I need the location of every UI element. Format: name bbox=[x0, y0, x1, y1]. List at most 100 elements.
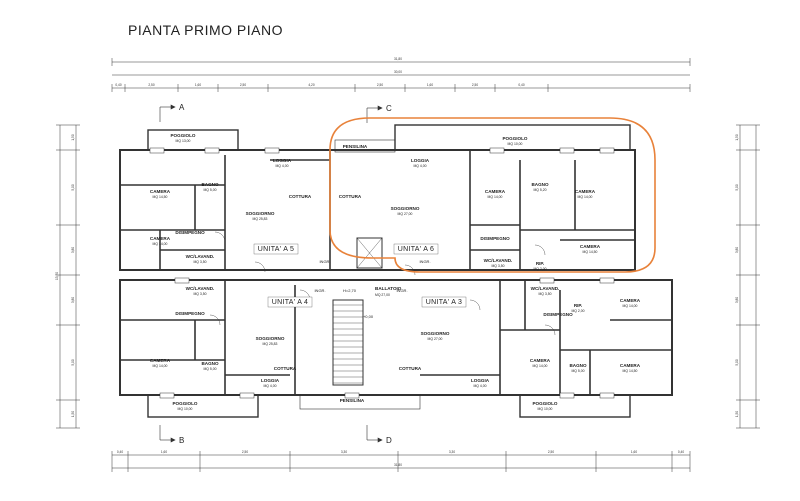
room-label: LOGGIA bbox=[261, 378, 280, 383]
window bbox=[204, 147, 220, 154]
room-area: MQ 14,00 bbox=[533, 364, 548, 368]
room-area: MQ 14,50 bbox=[623, 369, 638, 373]
window bbox=[264, 147, 280, 154]
unit-label-box bbox=[267, 296, 313, 308]
highlight-outline-unit-a6 bbox=[329, 117, 656, 273]
door-swing bbox=[214, 231, 226, 243]
room-label: CAMERA bbox=[150, 358, 171, 363]
stair-core bbox=[332, 299, 364, 386]
dimension-label-side: 5,00 bbox=[735, 359, 739, 365]
room-label: SOGGIORNO bbox=[391, 206, 420, 211]
dimension-label-lower: 2,50 bbox=[242, 450, 248, 454]
room-area: MQ 14,00 bbox=[153, 242, 168, 246]
room-label: WC/LAVAND. bbox=[186, 254, 215, 259]
dimension-label-side: 5,00 bbox=[735, 184, 739, 190]
door-swing bbox=[544, 324, 556, 336]
unit-label-box bbox=[253, 243, 299, 255]
room-area: MQ 14,00 bbox=[578, 195, 593, 199]
dimension-label-lower: 3,30 bbox=[341, 450, 347, 454]
door-swing bbox=[404, 264, 416, 276]
room-area: MQ 14,00 bbox=[488, 195, 503, 199]
dimension-label-side-left: 3,80 bbox=[71, 247, 75, 253]
poggiolo-right-top bbox=[394, 124, 631, 151]
room-area: MQ 5,00 bbox=[203, 367, 216, 371]
dimension-label-overall: 31,80 bbox=[394, 57, 402, 61]
ballatoio-area: MQ 27,00 bbox=[375, 293, 390, 297]
lift-shaft-diagonal bbox=[356, 237, 383, 269]
room-label: WC/LAVAND. bbox=[484, 258, 513, 263]
dimension-label-partial: 1,60 bbox=[195, 83, 201, 87]
section-arrow-icon bbox=[377, 437, 383, 443]
room-area: MQ 3,50 bbox=[491, 264, 504, 268]
ballatoio-label: BALLATOIO bbox=[375, 286, 402, 291]
room-label: POGGIOLO bbox=[170, 133, 195, 138]
poggiolo-right-bottom bbox=[519, 394, 631, 418]
dimension-label-side-left: 3,80 bbox=[71, 297, 75, 303]
room-label: DISIMPEGNO bbox=[175, 230, 205, 235]
room-label: LOGGIA bbox=[411, 158, 430, 163]
dimension-label-partial: 2,50 bbox=[472, 83, 478, 87]
room-label: RIP. bbox=[536, 261, 544, 266]
section-mark-B: B bbox=[179, 436, 184, 445]
dimension-label-side: 3,80 bbox=[735, 297, 739, 303]
room-label: RIP. bbox=[574, 303, 582, 308]
room-label: DISIMPEGNO bbox=[480, 236, 510, 241]
room-area: MQ 3,50 bbox=[193, 292, 206, 296]
unit-label: UNITA' A 6 bbox=[398, 246, 435, 253]
room-label: CAMERA bbox=[150, 189, 171, 194]
dimension-label-partial: 2,50 bbox=[377, 83, 383, 87]
window bbox=[159, 392, 175, 399]
room-area: MQ 2,00 bbox=[571, 309, 584, 313]
window bbox=[344, 392, 360, 399]
room-label: BAGNO bbox=[531, 182, 549, 187]
pensilina-bottom bbox=[299, 394, 421, 410]
dimension-label-side: 3,80 bbox=[735, 247, 739, 253]
room-label: CAMERA bbox=[530, 358, 551, 363]
room-area: MQ 10,00 bbox=[538, 407, 553, 411]
room-label: PENSILINA bbox=[340, 398, 365, 403]
room-label: BAGNO bbox=[569, 363, 587, 368]
dimension-label-side-left: 5,00 bbox=[71, 359, 75, 365]
dimension-label-inner: 30,00 bbox=[394, 70, 402, 74]
room-area: MQ 3,50 bbox=[538, 292, 551, 296]
room-area: MQ 5,20 bbox=[533, 188, 546, 192]
dimension-label-lower: 1,60 bbox=[631, 450, 637, 454]
level-mark: +0,00 bbox=[363, 314, 374, 319]
dimension-label-partial: 4,20 bbox=[308, 83, 314, 87]
lift-shaft bbox=[356, 237, 383, 269]
window bbox=[489, 147, 505, 154]
room-label: LOGGIA bbox=[273, 158, 292, 163]
room-area: MQ 5,00 bbox=[203, 188, 216, 192]
room-label: SOGGIORNO bbox=[421, 331, 450, 336]
section-arrow-icon bbox=[377, 105, 383, 111]
door-swing bbox=[534, 244, 546, 256]
dimension-label-overall-bottom: 31,80 bbox=[394, 463, 402, 467]
entrance-label-left: INGR. bbox=[319, 259, 330, 264]
section-mark-D: D bbox=[386, 436, 392, 445]
dimension-label-lower: 2,50 bbox=[548, 450, 554, 454]
room-label: COTTURA bbox=[289, 194, 312, 199]
dimension-label-height: 13,70 bbox=[55, 272, 59, 280]
unit-label: UNITA' A 5 bbox=[258, 246, 295, 253]
dimension-label-partial: 0,40 bbox=[518, 83, 524, 87]
door-swing bbox=[469, 299, 481, 311]
room-label: CAMERA bbox=[620, 298, 641, 303]
room-label: POGGIOLO bbox=[502, 136, 527, 141]
room-label: COTTURA bbox=[274, 366, 297, 371]
room-label: CAMERA bbox=[150, 236, 171, 241]
entrance-label-right: INGR. bbox=[419, 259, 430, 264]
room-label: COTTURA bbox=[339, 194, 362, 199]
dimension-label-lower: 1,60 bbox=[161, 450, 167, 454]
unit-label: UNITA' A 4 bbox=[272, 299, 309, 306]
room-area: MQ 14,00 bbox=[623, 304, 638, 308]
room-area: MQ 14,00 bbox=[153, 364, 168, 368]
room-label: WC/LAVAND. bbox=[186, 286, 215, 291]
room-label: COTTURA bbox=[399, 366, 422, 371]
window bbox=[599, 147, 615, 154]
room-label: LOGGIA bbox=[471, 378, 490, 383]
room-area: MQ 27,00 bbox=[428, 337, 443, 341]
door-swing bbox=[209, 314, 221, 326]
section-mark-C: C bbox=[386, 104, 392, 113]
section-arrow-icon bbox=[170, 104, 176, 110]
